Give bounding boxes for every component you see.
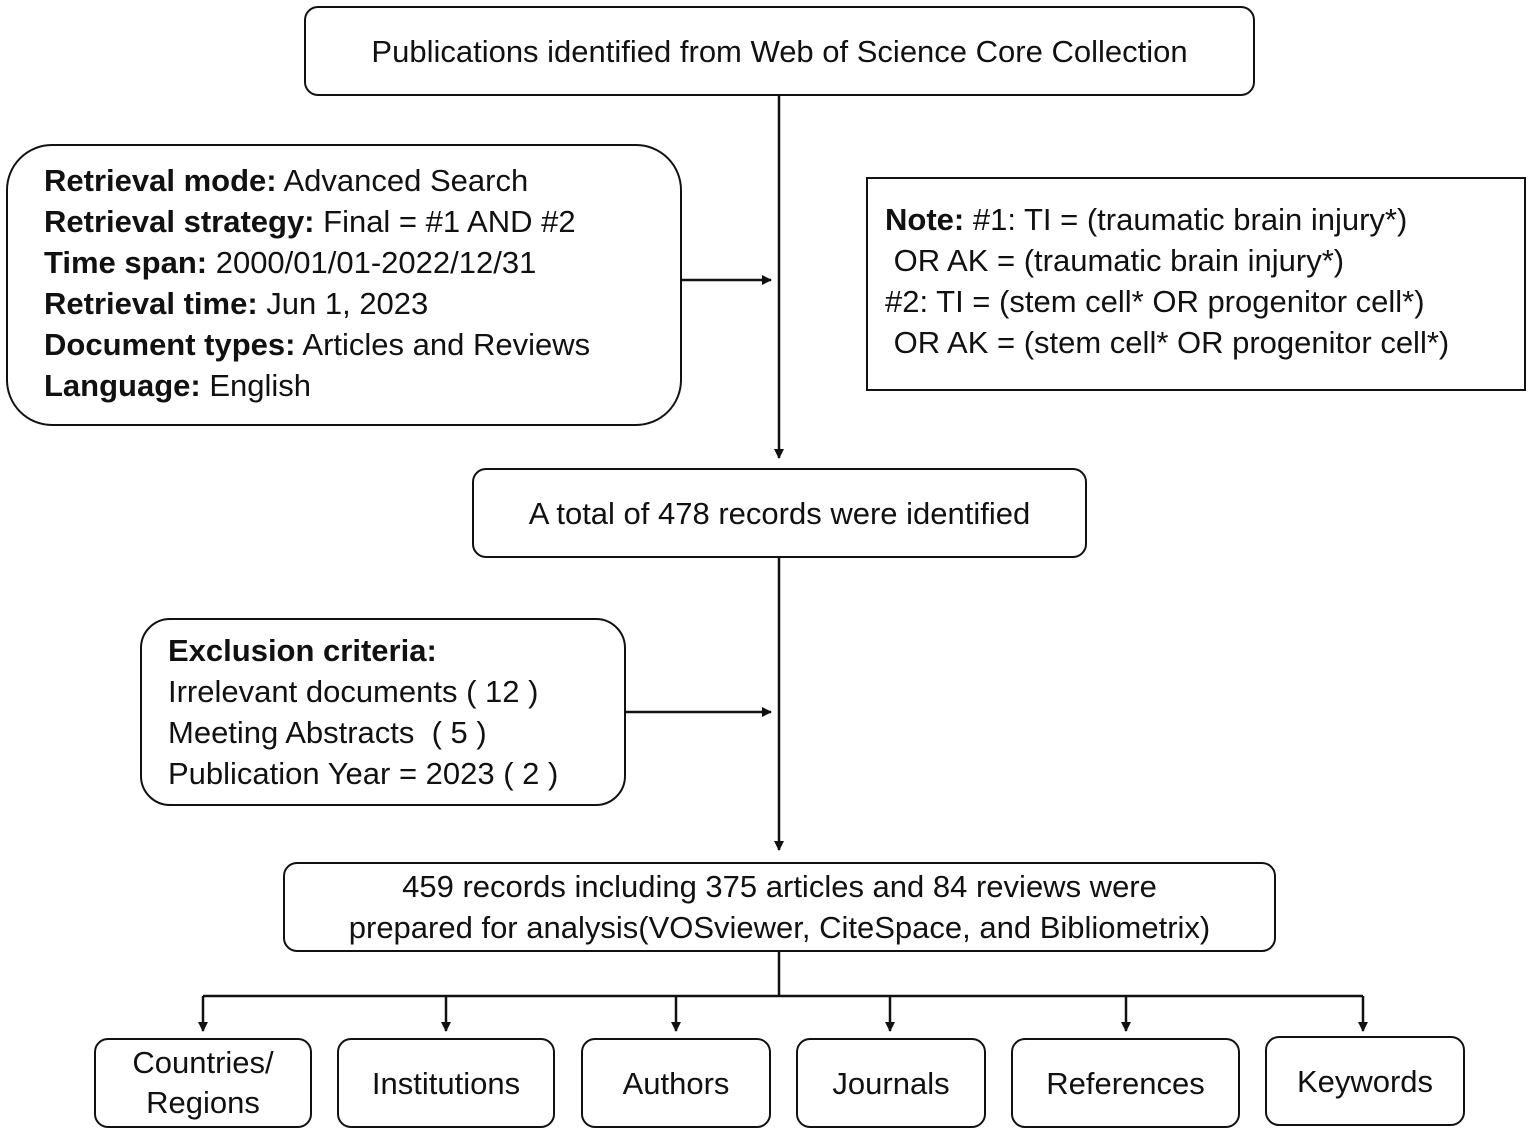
time-span-row: Time span: 2000/01/01-2022/12/31 (44, 242, 680, 283)
time-span-label: Time span: (44, 245, 208, 280)
identified-records-box: A total of 478 records were identified (472, 468, 1087, 558)
retrieval-time-row: Retrieval time: Jun 1, 2023 (44, 283, 680, 324)
keywords-label: Keywords (1296, 1063, 1434, 1099)
document-types-value: Articles and Reviews (295, 327, 591, 362)
institutions-label: Institutions (371, 1065, 521, 1101)
final-records-box: 459 records including 375 articles and 8… (283, 862, 1276, 952)
language-value: English (200, 368, 312, 403)
countries-line-1: Countries/ (132, 1045, 274, 1080)
retrieval-criteria-box: Retrieval mode: Advanced Search Retrieva… (6, 144, 682, 426)
retrieval-mode-value: Advanced Search (276, 163, 529, 198)
exclusion-item-abstracts: Meeting Abstracts ( 5 ) (168, 715, 487, 750)
output-journals: Journals (796, 1038, 986, 1128)
exclusion-item-year: Publication Year = 2023 ( 2 ) (168, 756, 559, 791)
retrieval-strategy-value: Final = #1 AND #2 (314, 204, 576, 239)
output-institutions: Institutions (337, 1038, 555, 1128)
source-box: Publications identified from Web of Scie… (304, 6, 1255, 96)
note-label: Note: (885, 202, 965, 237)
final-line-1: 459 records including 375 articles and 8… (402, 869, 1157, 904)
retrieval-time-value: Jun 1, 2023 (257, 286, 429, 321)
note-line-2: OR AK = (traumatic brain injury*) (885, 243, 1345, 278)
exclusion-title: Exclusion criteria: (168, 633, 437, 668)
countries-line-2: Regions (146, 1085, 260, 1120)
output-countries-regions: Countries/ Regions (94, 1038, 312, 1128)
identified-text: A total of 478 records were identified (528, 495, 1031, 531)
search-query-note-box: Note: #1: TI = (traumatic brain injury*)… (866, 177, 1526, 391)
exclusion-criteria-box: Exclusion criteria: Irrelevant documents… (140, 618, 626, 806)
note-query-1: #1: TI = (traumatic brain injury*) (964, 202, 1408, 237)
time-span-value: 2000/01/01-2022/12/31 (207, 245, 537, 280)
retrieval-strategy-row: Retrieval strategy: Final = #1 AND #2 (44, 201, 680, 242)
language-row: Language: English (44, 365, 680, 406)
authors-label: Authors (622, 1065, 730, 1101)
document-types-label: Document types: (44, 327, 296, 362)
note-line-3: #2: TI = (stem cell* OR progenitor cell*… (885, 284, 1425, 319)
source-text: Publications identified from Web of Scie… (371, 33, 1188, 69)
retrieval-mode-label: Retrieval mode: (44, 163, 277, 198)
document-types-row: Document types: Articles and Reviews (44, 324, 680, 365)
output-references: References (1011, 1038, 1240, 1128)
output-authors: Authors (581, 1038, 771, 1128)
retrieval-mode-row: Retrieval mode: Advanced Search (44, 160, 680, 201)
output-keywords: Keywords (1265, 1036, 1465, 1126)
note-line-1: Note: #1: TI = (traumatic brain injury*) (885, 199, 1524, 240)
retrieval-strategy-label: Retrieval strategy: (44, 204, 315, 239)
references-label: References (1046, 1065, 1205, 1101)
exclusion-item-irrelevant: Irrelevant documents ( 12 ) (168, 674, 539, 709)
journals-label: Journals (832, 1065, 950, 1101)
final-line-2: prepared for analysis(VOSviewer, CiteSpa… (348, 910, 1211, 945)
note-line-4: OR AK = (stem cell* OR progenitor cell*) (885, 325, 1450, 360)
language-label: Language: (44, 368, 201, 403)
retrieval-time-label: Retrieval time: (44, 286, 258, 321)
